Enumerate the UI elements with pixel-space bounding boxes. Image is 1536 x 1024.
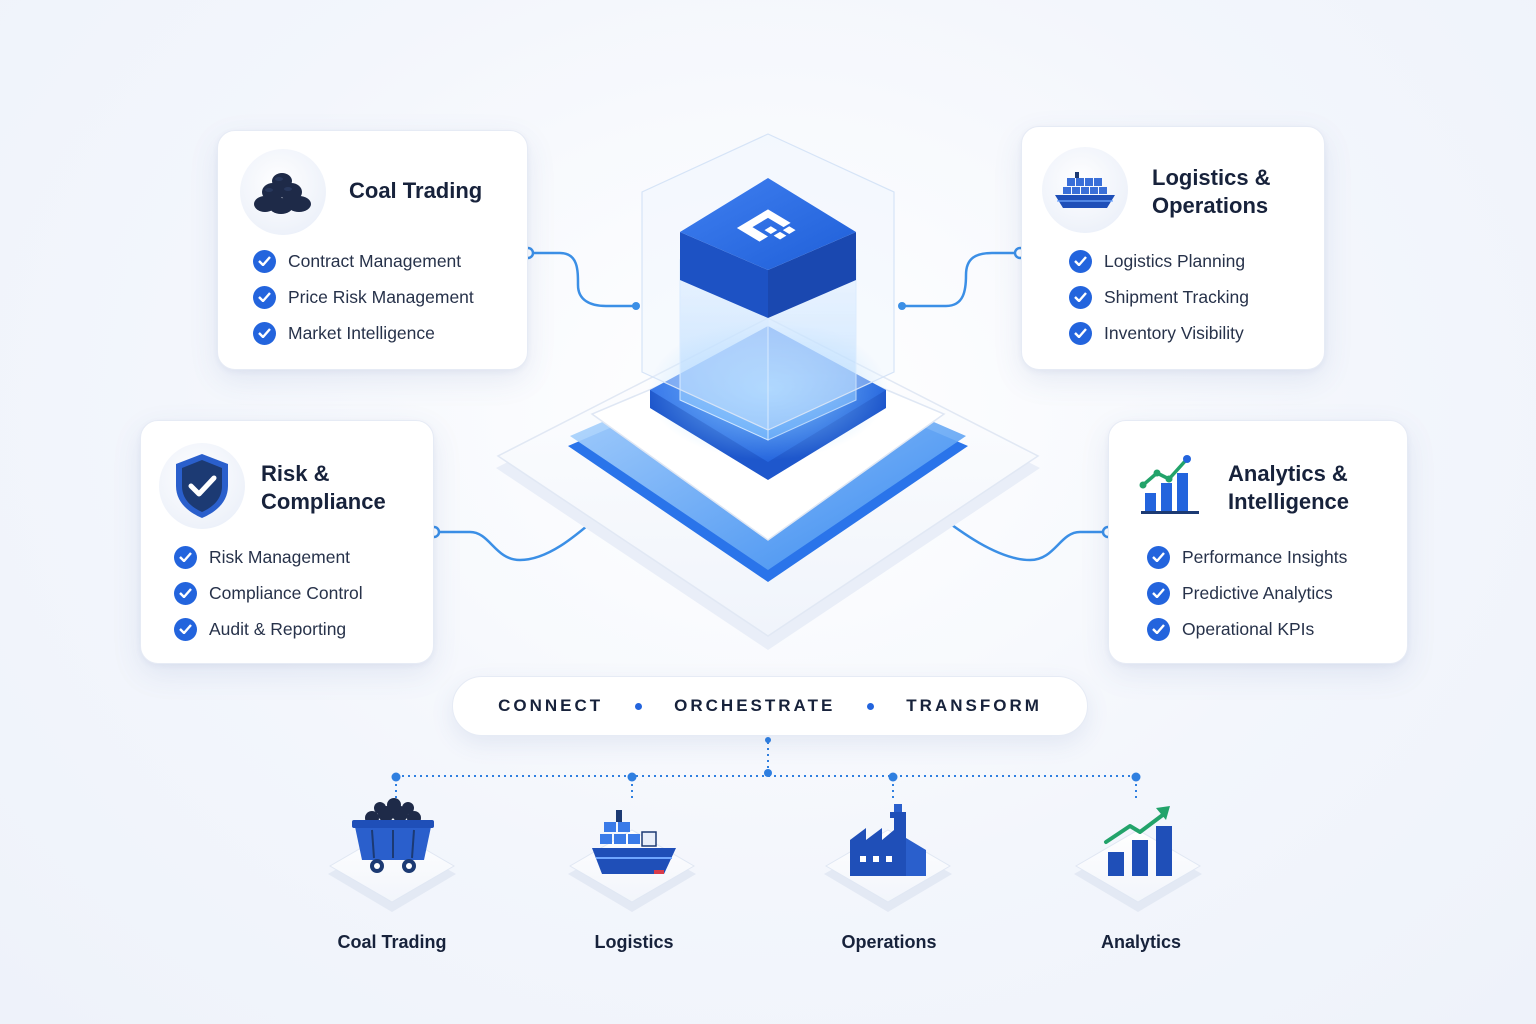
list-item: Shipment Tracking [1069, 279, 1249, 315]
check-icon [1147, 545, 1170, 569]
shield-check-icon [159, 443, 245, 529]
check-icon [253, 285, 276, 309]
hub-label-logistics: Logistics [594, 932, 674, 952]
card-title-line: Operations [1152, 193, 1269, 218]
list-item: Market Intelligence [253, 315, 474, 351]
check-icon [174, 617, 197, 641]
connector-node [898, 302, 906, 310]
tagline-separator [635, 702, 643, 710]
hub-label-analytics: Analytics [1100, 932, 1182, 952]
factory-icon [850, 804, 926, 876]
check-icon [1147, 617, 1170, 641]
connector-logistics [902, 251, 1020, 308]
card-title: Analytics & Intelligence [1228, 460, 1349, 516]
tree-node [764, 769, 772, 777]
card-title: Coal Trading [349, 178, 483, 203]
list-item-label: Price Risk Management [288, 286, 474, 307]
tagline-separator [867, 702, 875, 710]
tree-node [765, 737, 771, 743]
tree-node [1131, 772, 1141, 782]
list-item: Risk Management [174, 539, 363, 575]
feature-list: Contract Management Price Risk Managemen… [253, 243, 474, 351]
tagline-pill: CONNECT ORCHESTRATE TRANSFORM [452, 676, 1088, 736]
check-icon [174, 545, 197, 569]
list-item-label: Risk Management [209, 546, 351, 567]
list-item: Audit & Reporting [174, 611, 363, 647]
hub-label-coal-trading: Coal Trading [337, 932, 447, 952]
hub-label-operations: Operations [841, 932, 937, 952]
coal-cart-icon [352, 798, 434, 873]
list-item: Inventory Visibility [1069, 315, 1249, 351]
check-icon [1147, 581, 1170, 605]
list-item-label: Audit & Reporting [209, 618, 347, 639]
check-icon [1069, 249, 1092, 273]
connector-coal-trading [528, 251, 636, 308]
tagline-word: ORCHESTRATE [674, 696, 836, 715]
card-title: Logistics & Operations [1152, 164, 1271, 220]
list-item-label: Performance Insights [1182, 546, 1348, 567]
card-title-line: Intelligence [1228, 489, 1350, 514]
cargo-ship-icon [592, 810, 676, 874]
connector-node [632, 302, 640, 310]
list-item: Compliance Control [174, 575, 363, 611]
coal-pile-icon [240, 149, 326, 235]
tree-node [391, 772, 401, 782]
card-coal-trading[interactable]: Coal Trading Contract Management Price R… [217, 130, 528, 370]
feature-list: Logistics Planning Shipment Tracking Inv… [1069, 243, 1249, 351]
card-logistics-operations[interactable]: Logistics & Operations Logistics Plannin… [1021, 126, 1325, 370]
check-icon [253, 321, 276, 345]
check-icon [1069, 285, 1092, 309]
check-icon [253, 249, 276, 273]
card-risk-compliance[interactable]: Risk & Compliance Risk Management Compli… [140, 420, 434, 664]
feature-list: Risk Management Compliance Control Audit… [174, 539, 363, 647]
list-item: Predictive Analytics [1147, 575, 1347, 611]
check-icon [1069, 321, 1092, 345]
bar-growth-icon [1104, 806, 1172, 876]
card-title-line: Logistics & [1152, 165, 1271, 190]
growth-chart-icon [1139, 449, 1203, 515]
card-title: Risk & Compliance [261, 460, 386, 516]
list-item-label: Contract Management [288, 250, 462, 271]
list-item: Logistics Planning [1069, 243, 1249, 279]
feature-list: Performance Insights Predictive Analytic… [1147, 539, 1347, 647]
list-item: Performance Insights [1147, 539, 1347, 575]
list-item: Contract Management [253, 243, 474, 279]
list-item-label: Market Intelligence [288, 322, 435, 343]
list-item-label: Operational KPIs [1182, 618, 1315, 639]
central-platform [496, 133, 1040, 650]
tree-node [627, 772, 637, 782]
check-icon [174, 581, 197, 605]
list-item-label: Inventory Visibility [1104, 322, 1244, 343]
list-item-label: Compliance Control [209, 582, 363, 603]
card-analytics-intelligence[interactable]: Analytics & Intelligence Performance Ins… [1108, 420, 1408, 664]
tagline-word: TRANSFORM [906, 696, 1042, 715]
card-title-line: Compliance [261, 489, 386, 514]
list-item-label: Shipment Tracking [1104, 286, 1249, 307]
card-title-line: Analytics & [1228, 461, 1348, 486]
list-item: Operational KPIs [1147, 611, 1347, 647]
tagline-word: CONNECT [498, 696, 604, 715]
cargo-ship-icon [1042, 147, 1128, 233]
list-item: Price Risk Management [253, 279, 474, 315]
tree-node [888, 772, 898, 782]
list-item-label: Logistics Planning [1104, 250, 1246, 271]
card-title-line: Risk & [261, 461, 330, 486]
list-item-label: Predictive Analytics [1182, 582, 1333, 603]
